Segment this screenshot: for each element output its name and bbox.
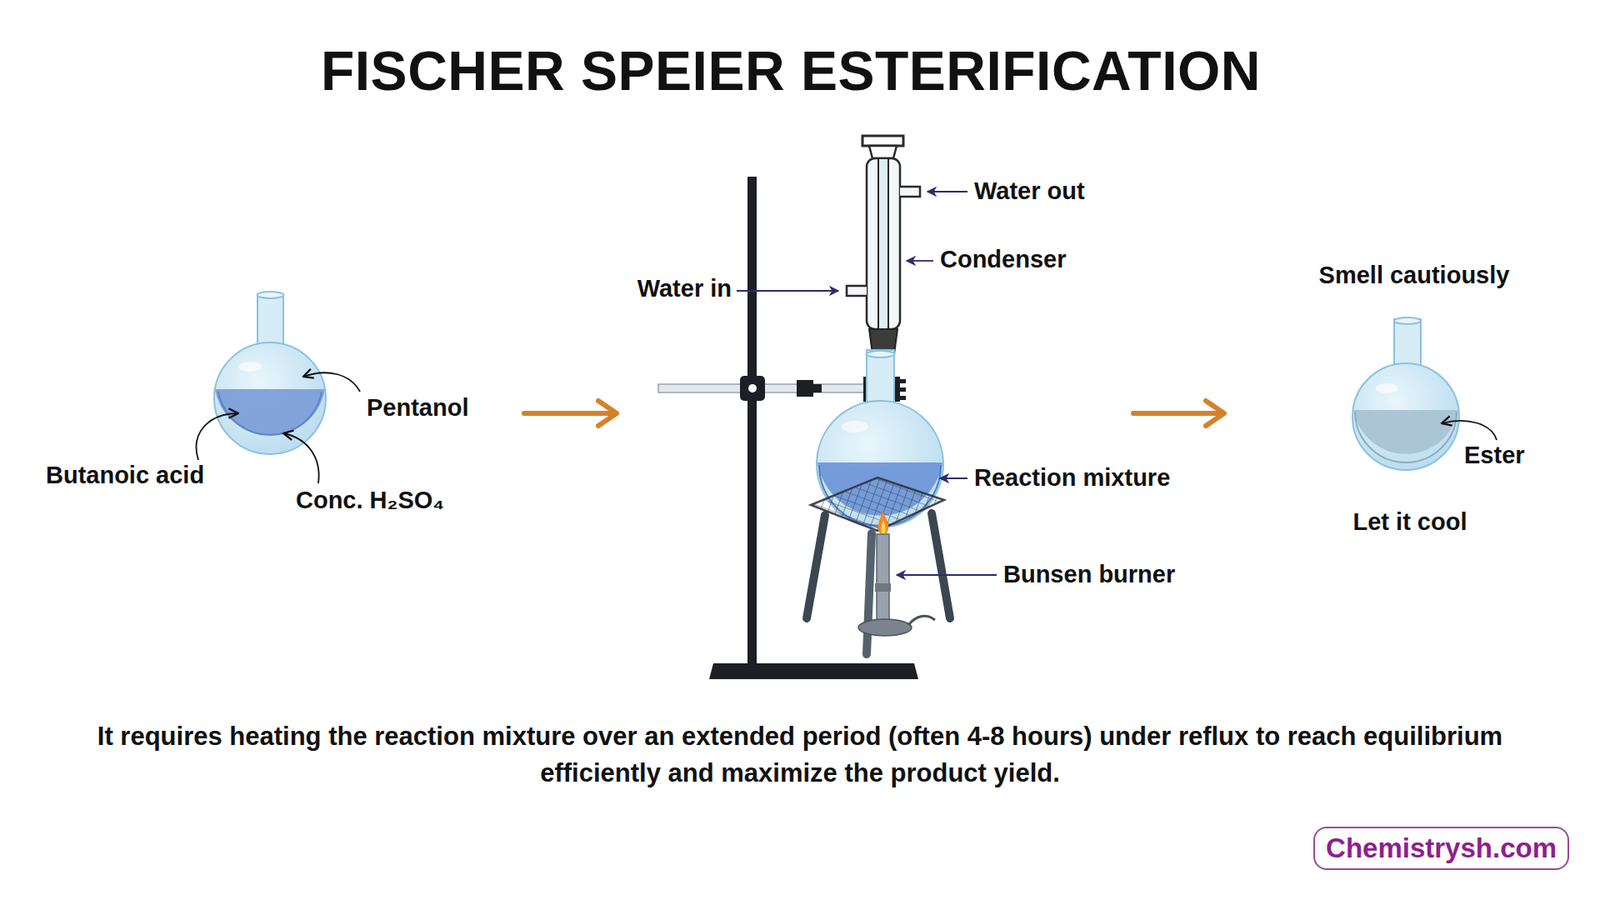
watermark-box: Chemistrysh.com bbox=[1313, 826, 1570, 870]
leader-line bbox=[283, 433, 320, 484]
leader-line bbox=[1441, 420, 1497, 440]
title: FISCHER SPEIER ESTERIFICATION bbox=[320, 40, 1261, 104]
tripod bbox=[806, 513, 950, 655]
ester-flask bbox=[1352, 317, 1460, 470]
part-label: Butanoic acid bbox=[45, 461, 205, 490]
condenser bbox=[846, 135, 920, 355]
part-label: Water out bbox=[974, 177, 1085, 205]
part-label: Smell cautiously bbox=[1319, 261, 1510, 290]
watermark-text: Chemistrysh.com bbox=[1325, 833, 1557, 864]
part-label: Condenser bbox=[940, 245, 1066, 274]
part-label: Pentanol bbox=[366, 394, 469, 422]
wire-gauze bbox=[810, 477, 945, 531]
part-label: Bunsen burner bbox=[1003, 560, 1175, 589]
part-label: Reaction mixture bbox=[974, 464, 1170, 492]
part-label: Conc. H₂SO₄ bbox=[295, 486, 445, 515]
leader-line bbox=[196, 413, 239, 460]
leader-line bbox=[303, 372, 360, 392]
caption: It requires heating the reaction mixture… bbox=[41, 718, 1559, 792]
bunsen-burner bbox=[858, 510, 935, 636]
part-label: Ester bbox=[1464, 441, 1525, 470]
part-label: Let it cool bbox=[1353, 508, 1468, 536]
reactant-flask bbox=[214, 291, 326, 455]
part-label: Water in bbox=[637, 275, 732, 303]
